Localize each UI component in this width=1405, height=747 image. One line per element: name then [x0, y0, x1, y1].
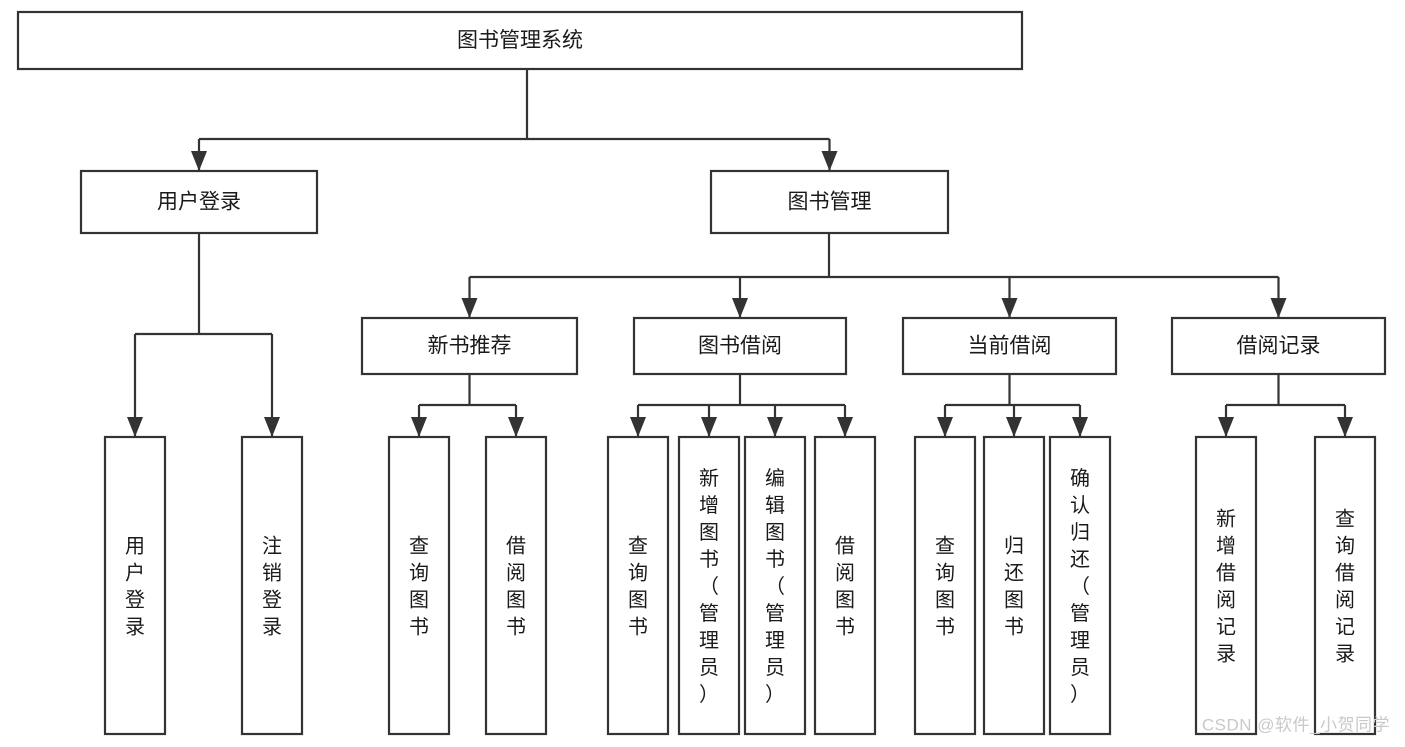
node-box-leaf-edit-book-admin: [743, 435, 807, 736]
node-box-leaf-add-book-admin: [677, 435, 741, 736]
node-label-root: 图书管理系统: [457, 29, 583, 52]
node-label-leaf-query-book-recommend: 查询图书: [409, 535, 429, 639]
node-label-current-borrow: 当前借阅: [968, 335, 1052, 358]
arrow-head-leaf-borrow-book: [837, 417, 853, 437]
arrow-head-leaf-query-book-borrow: [630, 417, 646, 437]
node-book-management[interactable]: 图书管理: [709, 169, 950, 235]
arrow-head-current-borrow: [1001, 298, 1018, 318]
arrow-head-leaf-edit-book-admin: [767, 417, 783, 437]
node-box-book-management: [709, 169, 950, 235]
node-leaf-query-borrow-record[interactable]: 查询借阅记录: [1313, 435, 1377, 736]
arrow-head-new-book-recommend: [461, 298, 478, 318]
node-label-book-borrow: 图书借阅: [698, 335, 782, 358]
arrow-head-book-borrow: [732, 298, 748, 318]
node-box-leaf-confirm-return-admin: [1048, 435, 1112, 736]
node-box-borrow-record: [1170, 316, 1387, 376]
node-box-leaf-user-login: [103, 435, 167, 736]
node-root[interactable]: 图书管理系统: [16, 10, 1024, 71]
node-leaf-query-book-current[interactable]: 查询图书: [913, 435, 977, 736]
node-label-leaf-borrow-book-recommend: 借阅图书: [506, 535, 526, 639]
node-current-borrow[interactable]: 当前借阅: [901, 316, 1118, 376]
arrow-head-user-login: [191, 151, 207, 171]
node-box-leaf-query-borrow-record: [1313, 435, 1377, 736]
node-box-leaf-borrow-book-recommend: [484, 435, 548, 736]
node-label-leaf-borrow-book: 借阅图书: [835, 535, 855, 639]
node-label-borrow-record: 借阅记录: [1237, 335, 1321, 358]
node-leaf-logout-login[interactable]: 注销登录: [240, 435, 304, 736]
node-label-book-management: 图书管理: [788, 191, 872, 214]
arrow-head-leaf-return-book: [1006, 417, 1022, 437]
node-box-leaf-add-borrow-record: [1194, 435, 1258, 736]
node-label-leaf-logout-login: 注销登录: [262, 535, 282, 639]
node-borrow-record[interactable]: 借阅记录: [1170, 316, 1387, 376]
arrow-head-leaf-confirm-return-admin: [1072, 417, 1088, 437]
arrow-head-leaf-add-book-admin: [701, 417, 717, 437]
arrow-head-leaf-logout-login: [264, 417, 280, 437]
node-label-leaf-add-borrow-record: 新增借阅记录: [1216, 508, 1236, 666]
node-leaf-return-book[interactable]: 归还图书: [982, 435, 1046, 736]
arrow-head-borrow-record: [1270, 298, 1287, 318]
node-leaf-add-book-admin[interactable]: 新增图书（管理员）: [677, 435, 741, 736]
csdn-watermark: CSDN @软件_小贺同学: [1202, 715, 1390, 734]
arrow-head-leaf-query-book-recommend: [411, 417, 427, 437]
node-book-borrow[interactable]: 图书借阅: [632, 316, 848, 376]
node-leaf-edit-book-admin[interactable]: 编辑图书（管理员）: [743, 435, 807, 736]
node-leaf-add-borrow-record[interactable]: 新增借阅记录: [1194, 435, 1258, 736]
node-label-leaf-query-book-current: 查询图书: [935, 535, 955, 639]
node-box-book-borrow: [632, 316, 848, 376]
node-new-book-recommend[interactable]: 新书推荐: [360, 316, 579, 376]
node-box-leaf-return-book: [982, 435, 1046, 736]
node-leaf-user-login[interactable]: 用户登录: [103, 435, 167, 736]
node-label-leaf-query-borrow-record: 查询借阅记录: [1335, 508, 1355, 666]
arrow-head-leaf-borrow-book-recommend: [508, 417, 524, 437]
node-label-leaf-edit-book-admin: 编辑图书（管理员）: [765, 467, 785, 706]
node-box-leaf-borrow-book: [813, 435, 877, 736]
node-label-leaf-return-book: 归还图书: [1004, 535, 1024, 639]
node-label-leaf-add-book-admin: 新增图书（管理员）: [699, 467, 719, 706]
node-leaf-query-book-recommend[interactable]: 查询图书: [387, 435, 451, 736]
node-leaf-confirm-return-admin[interactable]: 确认归还（管理员）: [1048, 435, 1112, 736]
node-leaf-borrow-book-recommend[interactable]: 借阅图书: [484, 435, 548, 736]
nodes-layer: 图书管理系统用户登录图书管理新书推荐图书借阅当前借阅借阅记录用户登录注销登录查询…: [16, 10, 1387, 736]
node-box-leaf-query-book-borrow: [606, 435, 670, 736]
arrow-head-book-management: [821, 151, 838, 171]
node-leaf-borrow-book[interactable]: 借阅图书: [813, 435, 877, 736]
arrow-head-leaf-query-borrow-record: [1337, 417, 1353, 437]
connectors-layer: [127, 69, 1353, 437]
node-label-leaf-query-book-borrow: 查询图书: [628, 535, 648, 639]
node-label-leaf-confirm-return-admin: 确认归还（管理员）: [1070, 467, 1090, 706]
node-label-leaf-user-login: 用户登录: [125, 536, 145, 639]
node-box-leaf-query-book-current: [913, 435, 977, 736]
arrow-head-leaf-user-login: [127, 417, 143, 437]
arrow-head-leaf-query-book-current: [937, 417, 953, 437]
node-leaf-query-book-borrow[interactable]: 查询图书: [606, 435, 670, 736]
node-box-user-login: [79, 169, 319, 235]
node-user-login[interactable]: 用户登录: [79, 169, 319, 235]
arrow-head-leaf-add-borrow-record: [1218, 417, 1234, 437]
node-label-user-login: 用户登录: [157, 191, 241, 214]
node-box-leaf-logout-login: [240, 435, 304, 736]
node-box-current-borrow: [901, 316, 1118, 376]
node-box-new-book-recommend: [360, 316, 579, 376]
node-box-root: [16, 10, 1024, 71]
node-box-leaf-query-book-recommend: [387, 435, 451, 736]
node-label-new-book-recommend: 新书推荐: [428, 335, 512, 358]
